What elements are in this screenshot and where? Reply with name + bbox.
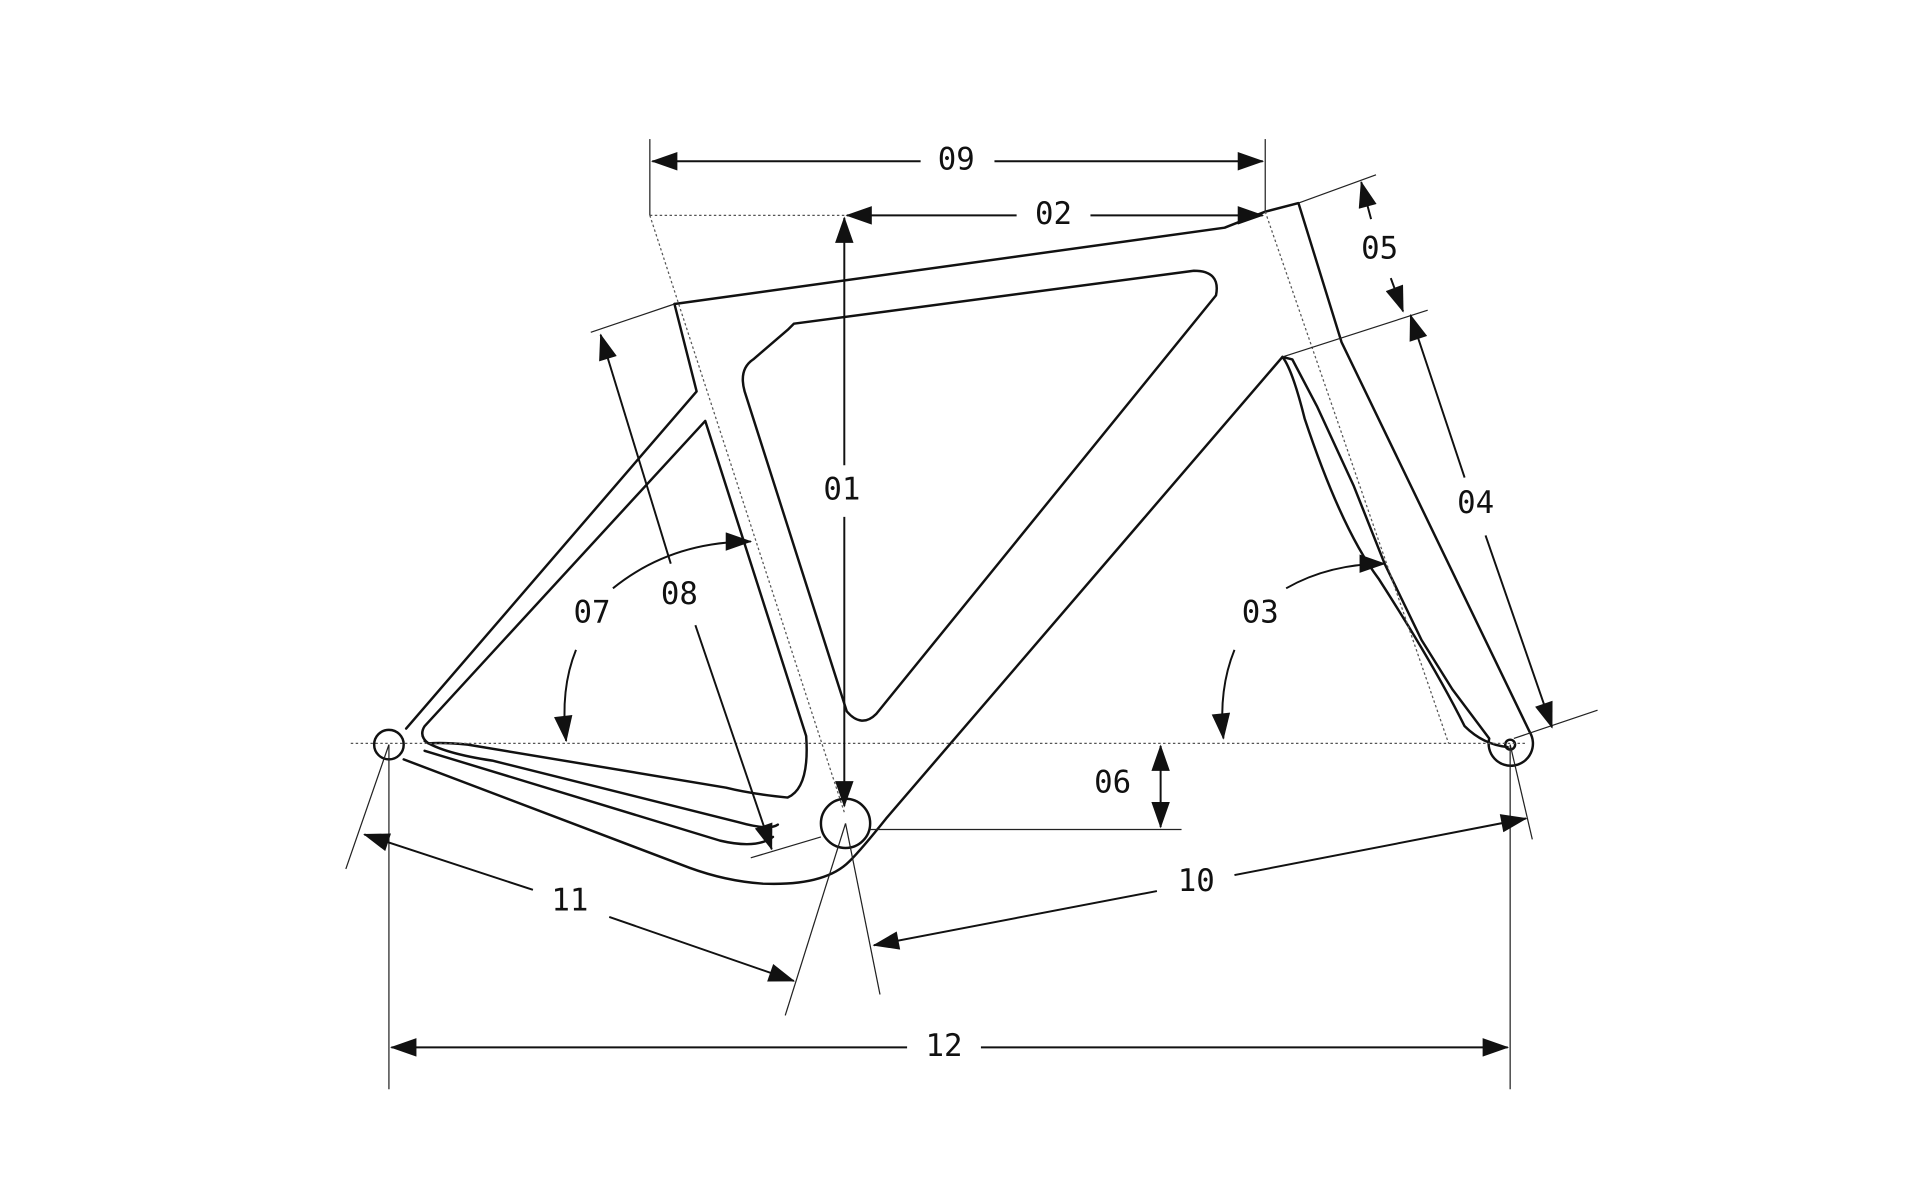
label-02: 02 bbox=[1035, 196, 1072, 232]
dimension-01: 01 bbox=[823, 216, 860, 808]
dimension-11: 11 bbox=[363, 833, 796, 982]
chainstay-inner-line bbox=[423, 739, 780, 829]
dimension-05: 05 bbox=[1358, 180, 1405, 313]
label-11: 11 bbox=[551, 883, 588, 919]
label-12: 12 bbox=[925, 1028, 962, 1064]
dimension-08: 08 bbox=[599, 333, 773, 851]
label-09: 09 bbox=[938, 142, 975, 178]
dimension-03: 03 bbox=[1211, 554, 1386, 740]
main-triangle-inner bbox=[741, 269, 1218, 722]
dimension-07: 07 bbox=[554, 532, 753, 743]
label-08: 08 bbox=[661, 576, 698, 612]
dimension-06: 06 bbox=[1094, 744, 1170, 829]
dimension-02: 02 bbox=[845, 196, 1265, 232]
dimension-12: 12 bbox=[390, 1028, 1510, 1064]
rear-triangle-inner bbox=[421, 419, 808, 799]
label-03: 03 bbox=[1242, 595, 1279, 631]
label-07: 07 bbox=[573, 595, 610, 631]
label-06: 06 bbox=[1094, 764, 1131, 800]
chainstay-inner-line-2 bbox=[423, 749, 775, 846]
seat-tube-top bbox=[404, 302, 698, 730]
reference-lines bbox=[345, 139, 1598, 1090]
label-04: 04 bbox=[1457, 485, 1494, 521]
label-01: 01 bbox=[823, 472, 860, 508]
frame-outer-outline bbox=[402, 201, 1535, 886]
bike-frame bbox=[372, 201, 1535, 886]
dimension-04: 04 bbox=[1409, 313, 1553, 729]
label-05: 05 bbox=[1361, 230, 1398, 266]
label-10: 10 bbox=[1178, 863, 1215, 899]
dimension-10: 10 bbox=[872, 814, 1528, 950]
fork-inner-line bbox=[1281, 355, 1509, 749]
dimension-09: 09 bbox=[650, 142, 1265, 178]
